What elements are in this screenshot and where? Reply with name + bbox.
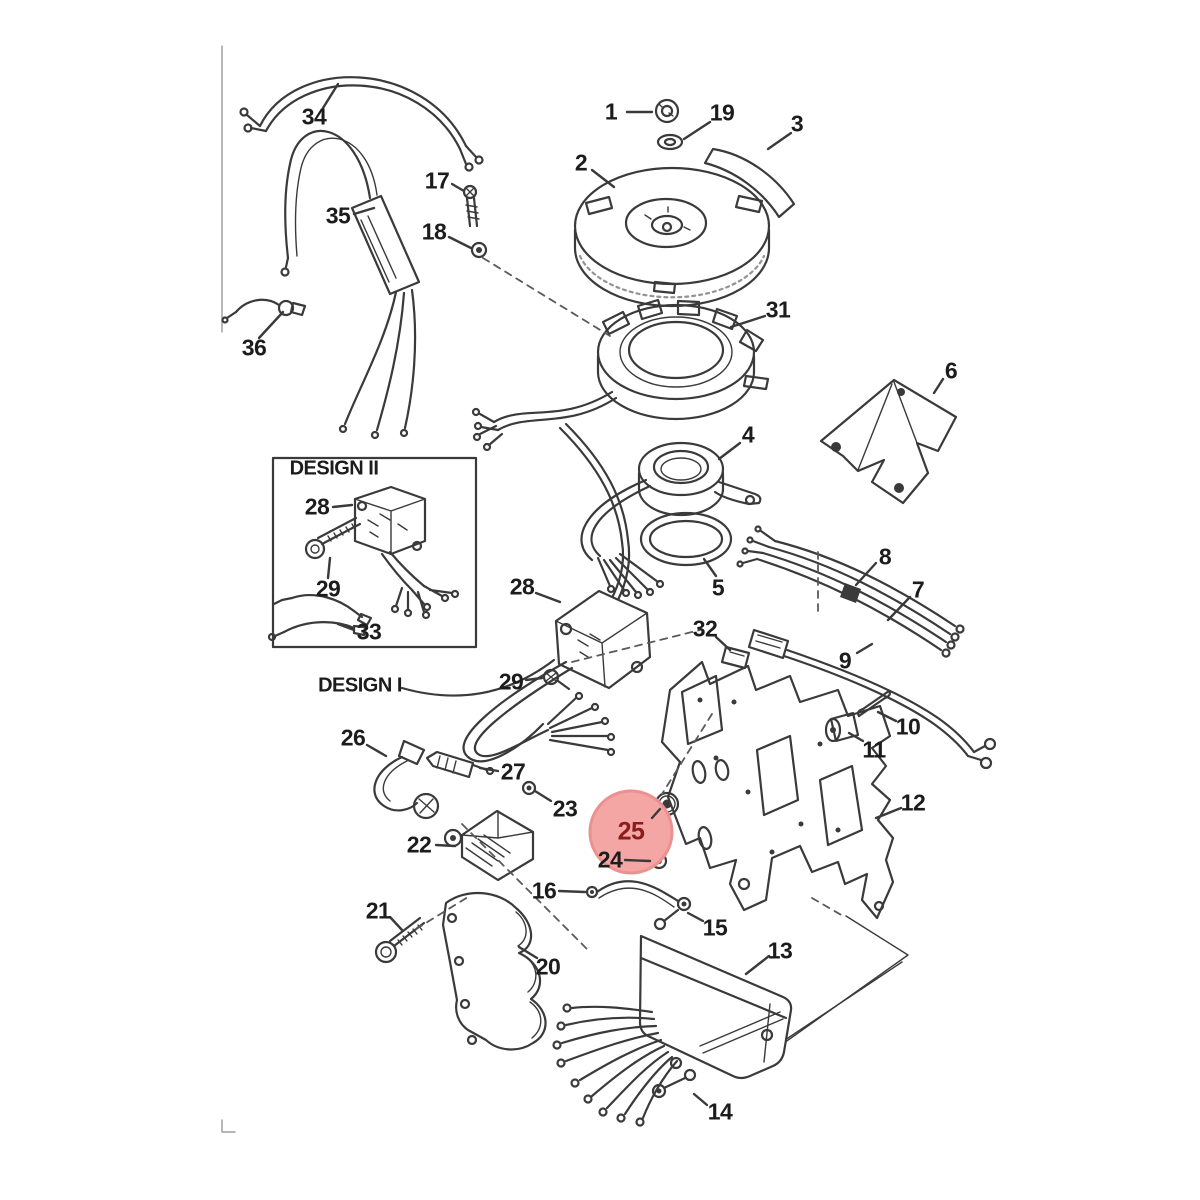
bracket-6-drawing xyxy=(819,378,958,505)
screw-17-drawing xyxy=(462,184,480,228)
part-callout-14[interactable]: 14 xyxy=(707,1098,733,1125)
spacer-11-drawing xyxy=(824,711,860,743)
wire-26-drawing xyxy=(373,739,440,820)
part-callout-17[interactable]: 17 xyxy=(424,167,450,194)
cdi-box-13-drawing xyxy=(638,934,793,1080)
screw-14-drawing xyxy=(651,1068,697,1099)
wire-lead-36-drawing xyxy=(221,298,307,324)
highlighted-part-circle[interactable] xyxy=(588,789,674,875)
clamp-8-drawing xyxy=(840,583,861,603)
design-label-design-i: DESIGN I xyxy=(318,674,402,697)
part-callout-26[interactable]: 26 xyxy=(340,724,366,751)
part-callout-29-design-i[interactable]: 29 xyxy=(498,668,524,695)
part-callout-24[interactable]: 24 xyxy=(597,846,623,873)
cable-9-drawing xyxy=(747,628,997,770)
callout-leader-lines xyxy=(257,82,945,1107)
part-callout-16[interactable]: 16 xyxy=(531,877,557,904)
design-label-design-ii: DESIGN II xyxy=(289,457,379,480)
part-callout-34[interactable]: 34 xyxy=(301,103,327,130)
switch-box-28-design1-drawing xyxy=(400,589,652,763)
mounting-plate-12-drawing xyxy=(660,660,895,920)
part-callout-12[interactable]: 12 xyxy=(900,789,926,816)
washer-19-drawing xyxy=(656,133,684,151)
part-callout-19[interactable]: 19 xyxy=(709,99,735,126)
part-callout-27[interactable]: 27 xyxy=(500,758,526,785)
ground-wire-16-drawing xyxy=(585,880,692,912)
wire-sleeve-35-drawing xyxy=(280,129,421,440)
stator-31-drawing xyxy=(471,298,770,604)
part-callout-35[interactable]: 35 xyxy=(325,202,351,229)
part-callout-5[interactable]: 5 xyxy=(711,574,725,601)
part-callout-11[interactable]: 11 xyxy=(862,736,886,763)
clip-32-drawing xyxy=(720,645,751,670)
coil-bracket-20-drawing xyxy=(441,891,547,1051)
part-callout-6[interactable]: 6 xyxy=(944,357,958,384)
wire-harness-34-drawing xyxy=(239,76,484,172)
part-callout-8[interactable]: 8 xyxy=(878,543,892,570)
part-callout-33[interactable]: 33 xyxy=(356,618,382,645)
part-callout-28-design-ii[interactable]: 28 xyxy=(304,493,330,520)
trigger-4-drawing xyxy=(580,441,762,600)
part-callout-36[interactable]: 36 xyxy=(241,334,267,361)
part-callout-4[interactable]: 4 xyxy=(741,421,755,448)
part-callout-23[interactable]: 23 xyxy=(552,795,578,822)
harness-fan-drawing xyxy=(552,1003,679,1127)
part-callout-2[interactable]: 2 xyxy=(574,149,588,176)
assembly-axis-lines xyxy=(415,257,844,951)
part-callout-1[interactable]: 1 xyxy=(604,98,618,125)
highlight-circle-layer xyxy=(588,789,674,875)
flywheel-nut-1-drawing xyxy=(654,98,680,124)
part-callout-29-design-ii[interactable]: 29 xyxy=(315,575,341,602)
nut-18-drawing xyxy=(470,241,488,259)
wedge-strip-3-drawing xyxy=(703,147,796,219)
gasket-5-drawing xyxy=(639,511,733,567)
flywheel-2-drawing xyxy=(573,166,771,308)
part-callout-10[interactable]: 10 xyxy=(895,713,921,740)
part-callout-9[interactable]: 9 xyxy=(838,647,852,674)
cover-panel-drawing xyxy=(759,915,909,1061)
part-callout-7[interactable]: 7 xyxy=(911,576,925,603)
part-callout-18[interactable]: 18 xyxy=(421,218,447,245)
part-callout-22[interactable]: 22 xyxy=(406,831,432,858)
nut-23-drawing xyxy=(521,780,537,796)
part-callout-13[interactable]: 13 xyxy=(767,937,793,964)
design2-inset-drawing xyxy=(267,456,478,649)
part-callout-20[interactable]: 20 xyxy=(535,953,561,980)
screw-15-drawing xyxy=(653,908,680,931)
part-callout-32[interactable]: 32 xyxy=(692,615,718,642)
part-callout-21[interactable]: 21 xyxy=(365,897,391,924)
bolt-21-drawing xyxy=(374,916,426,964)
part-callout-3[interactable]: 3 xyxy=(790,110,804,137)
scan-artifacts xyxy=(221,45,236,1133)
part-callout-31[interactable]: 31 xyxy=(765,296,791,323)
part-callout-28-design-i[interactable]: 28 xyxy=(509,573,535,600)
part-callout-15[interactable]: 15 xyxy=(702,914,728,941)
part-callout-25[interactable]: 25 xyxy=(617,817,645,846)
pin-10-drawing xyxy=(857,689,891,718)
ignition-coil-22-drawing xyxy=(443,809,535,882)
screw-29-design1-drawing xyxy=(542,668,571,691)
